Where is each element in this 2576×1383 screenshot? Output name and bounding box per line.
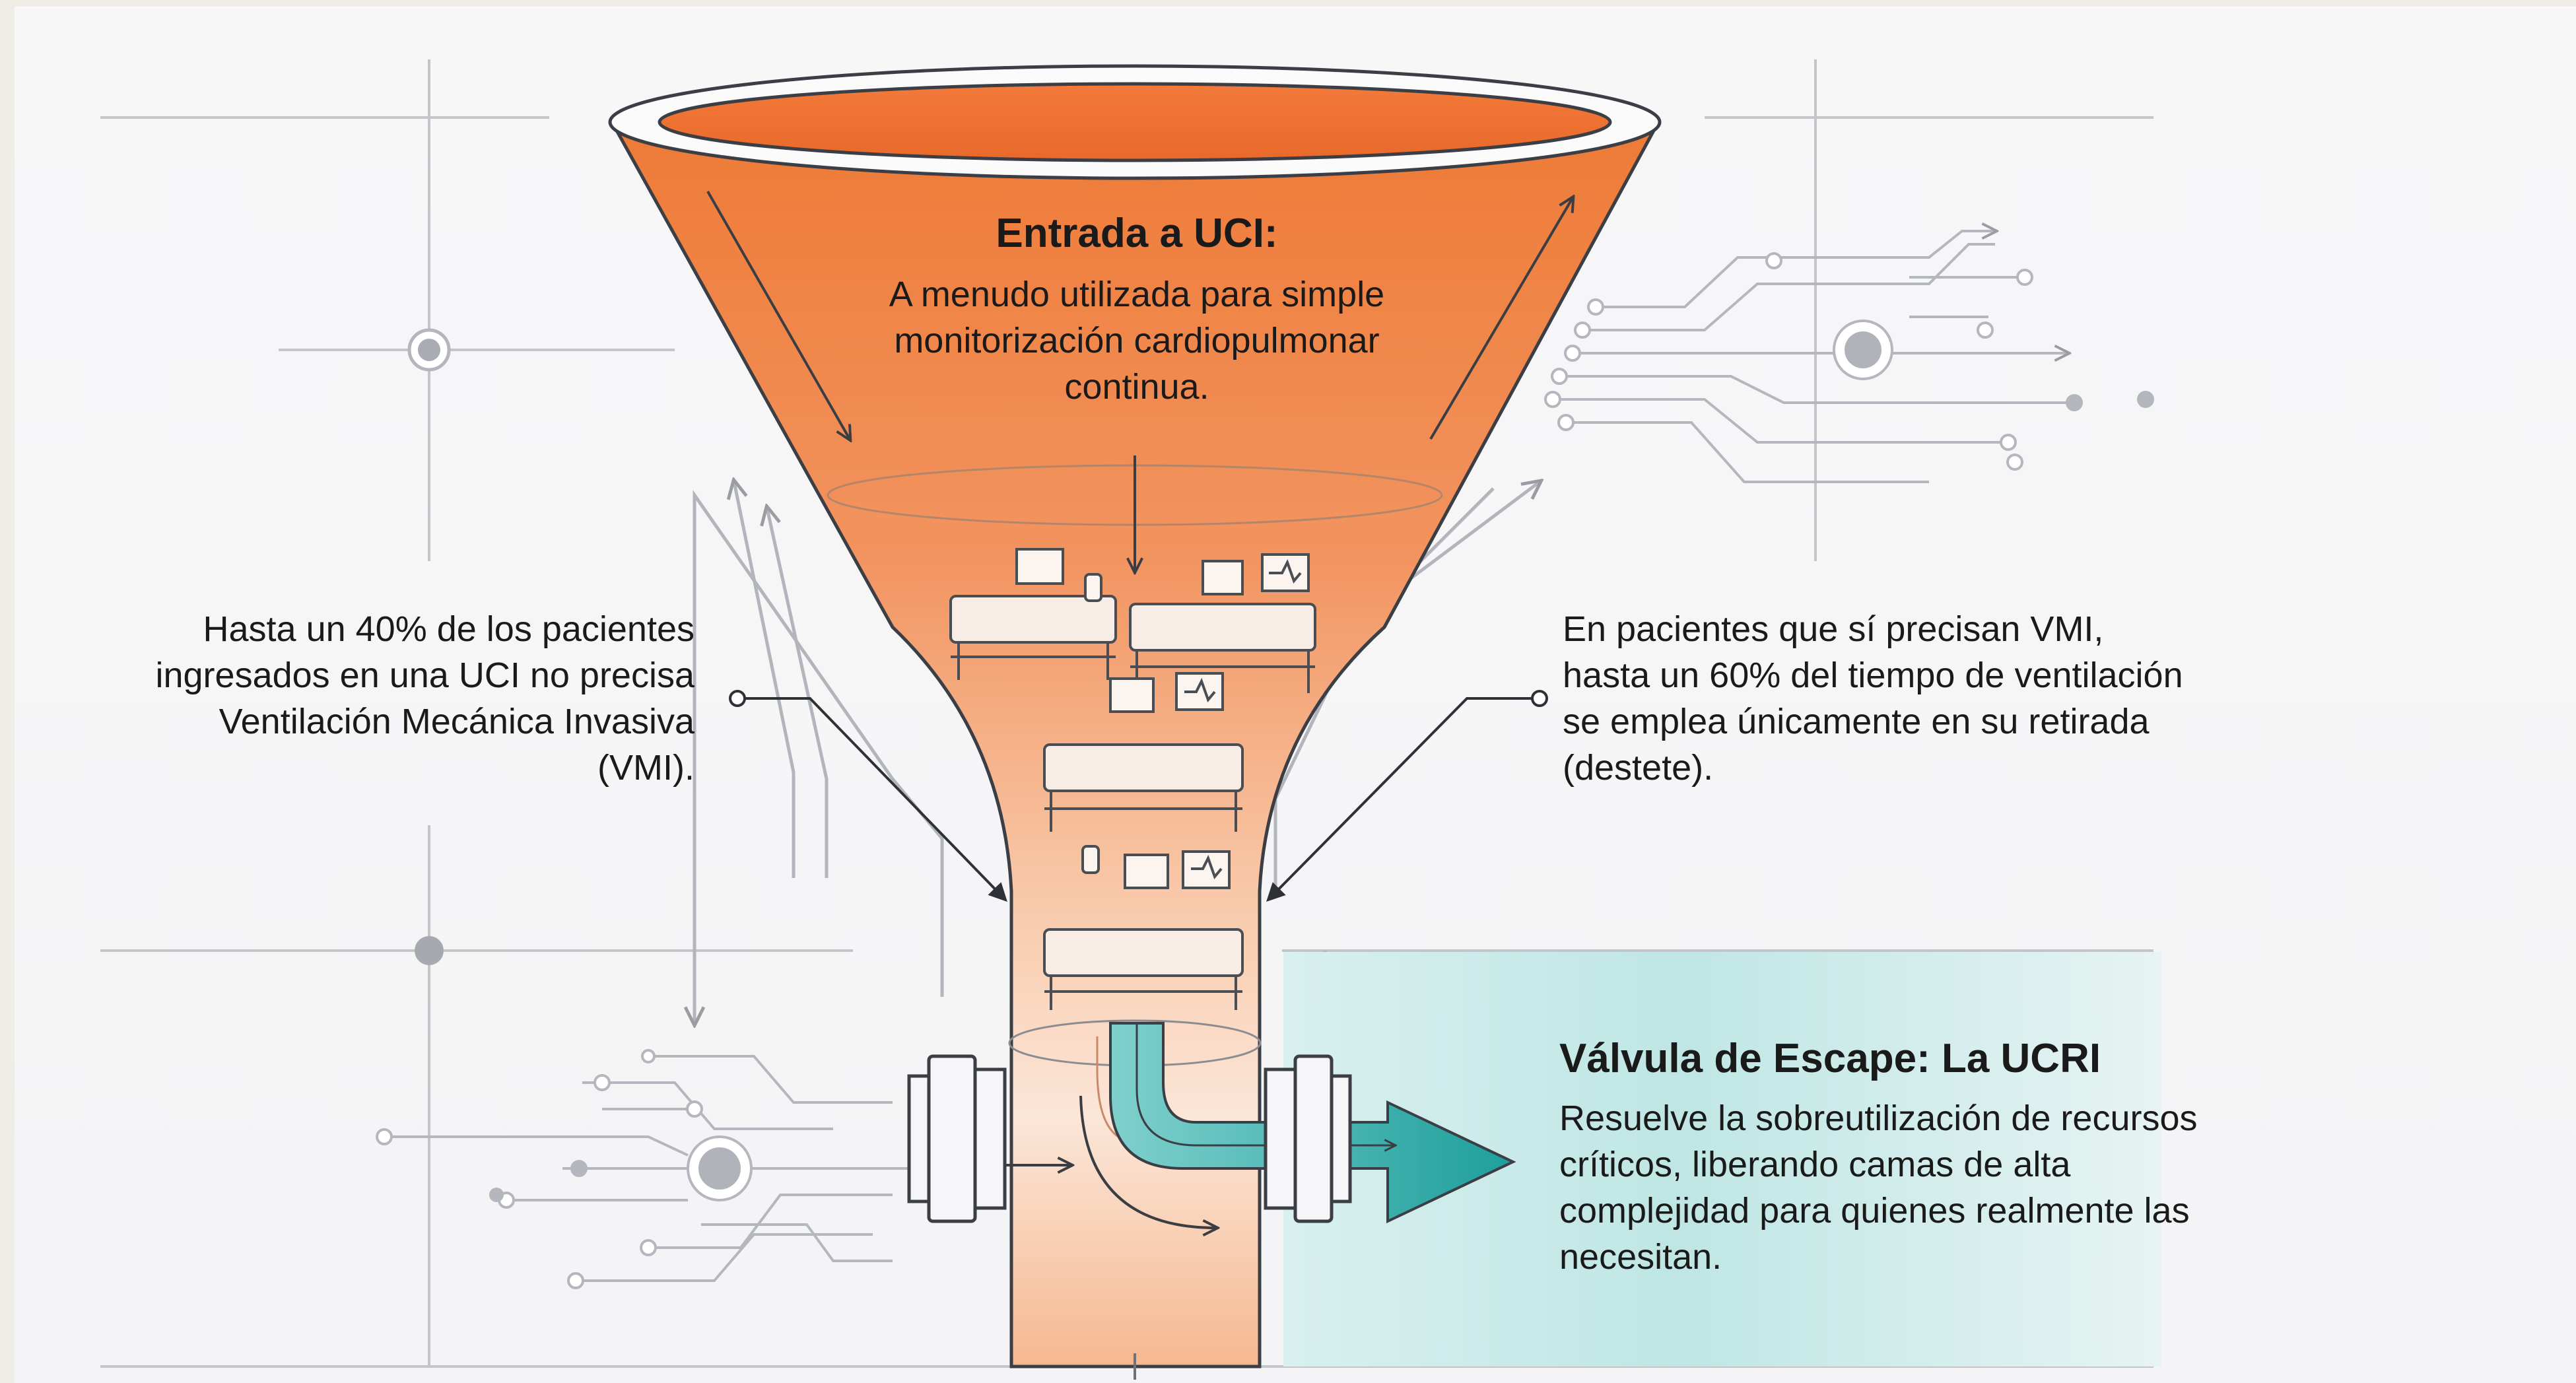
left-note-block: Hasta un 40% de los pacientes ingresados… bbox=[147, 606, 695, 791]
escape-text-block: Válvula de Escape: La UCRI Resuelve la s… bbox=[1559, 1035, 2220, 1280]
circuit-node-icon bbox=[407, 328, 451, 372]
circuit-node-icon bbox=[415, 936, 444, 965]
diagram-canvas: Entrada a UCI: A menudo utilizada para s… bbox=[15, 7, 2576, 1383]
circuit-node-icon bbox=[2137, 391, 2154, 408]
flow-arrow-icon bbox=[706, 191, 1573, 571]
flow-arrow-icon bbox=[998, 1095, 1216, 1228]
iv-drip-icon bbox=[1081, 573, 1102, 874]
patient-monitor-icon bbox=[1015, 548, 1310, 889]
escape-title: Válvula de Escape: La UCRI bbox=[1559, 1036, 2101, 1081]
circuit-traces-right bbox=[1553, 231, 2068, 483]
leader-arrow-right bbox=[1266, 690, 1548, 902]
leader-arrow-left bbox=[729, 690, 1007, 902]
left-note-text: Hasta un 40% de los pacientes ingresados… bbox=[155, 609, 695, 788]
funnel-diagram bbox=[100, 59, 2161, 1380]
icu-bed-icon bbox=[949, 595, 1316, 1010]
entry-body: A menudo utilizada para simple monitoriz… bbox=[889, 275, 1385, 407]
entry-title: Entrada a UCI: bbox=[996, 211, 1278, 256]
circuit-pins-right bbox=[1544, 252, 2083, 471]
pipe-flange-icon bbox=[907, 1054, 1352, 1223]
circuit-traces-left bbox=[384, 1055, 912, 1282]
entry-text-block: Entrada a UCI: A menudo utilizada para s… bbox=[820, 210, 1454, 410]
funnel-rim bbox=[608, 64, 1662, 1143]
circuit-pins-left bbox=[376, 1049, 703, 1289]
right-note-text: En pacientes que sí precisan VMI, hasta … bbox=[1563, 609, 2183, 788]
escape-body: Resuelve la sobreutilización de recursos… bbox=[1559, 1098, 2198, 1277]
right-note-block: En pacientes que sí precisan VMI, hasta … bbox=[1563, 606, 2196, 791]
